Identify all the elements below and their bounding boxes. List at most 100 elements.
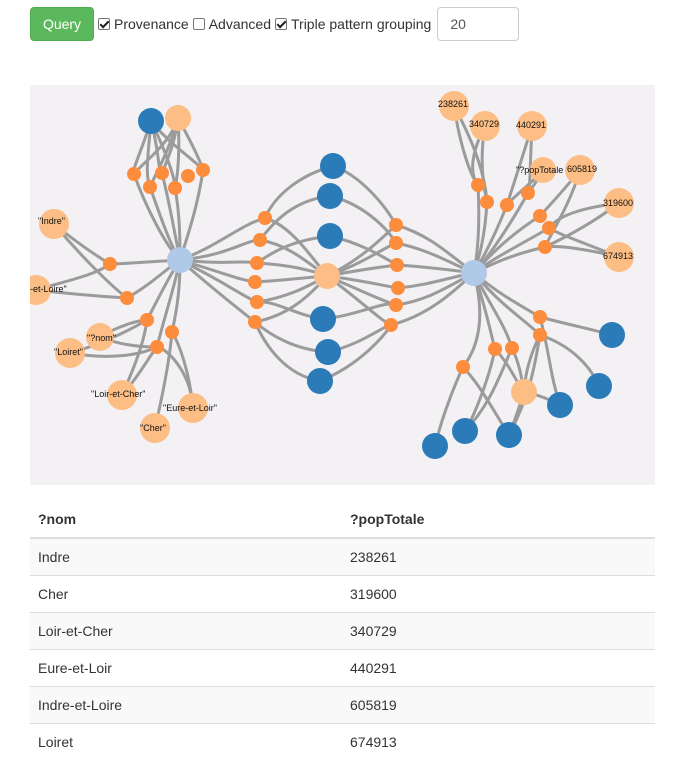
advanced-checkbox[interactable] xyxy=(192,18,205,30)
table-cell: Loiret xyxy=(30,723,342,760)
table-row: Loiret 674913 xyxy=(30,723,655,760)
peach-node[interactable] xyxy=(107,380,137,410)
provenance-graph[interactable]: "Indre" -et-Loire" "?nom" "Loiret" "Loir… xyxy=(30,85,655,485)
small-node[interactable] xyxy=(505,341,519,355)
table-header-row: ?nom ?popTotale xyxy=(30,500,655,539)
small-node[interactable] xyxy=(456,360,470,374)
advanced-option[interactable]: Advanced xyxy=(192,16,271,32)
small-node[interactable] xyxy=(258,211,272,225)
small-node[interactable] xyxy=(542,221,556,235)
small-node[interactable] xyxy=(127,167,141,181)
blue-node[interactable] xyxy=(310,306,336,332)
small-node[interactable] xyxy=(389,236,403,250)
peach-node[interactable] xyxy=(470,111,500,141)
small-node[interactable] xyxy=(155,166,169,180)
peach-node[interactable] xyxy=(55,338,85,368)
small-node[interactable] xyxy=(140,313,154,327)
small-node[interactable] xyxy=(389,298,403,312)
table-row: Indre-et-Loire 605819 xyxy=(30,686,655,724)
small-node[interactable] xyxy=(253,233,267,247)
graph-labels: "Indre" -et-Loire" "?nom" "Loiret" "Loir… xyxy=(30,99,633,433)
blue-node[interactable] xyxy=(452,418,478,444)
blue-node[interactable] xyxy=(320,153,346,179)
table-cell: Loir-et-Cher xyxy=(30,612,342,650)
peach-node[interactable] xyxy=(86,323,114,351)
small-node[interactable] xyxy=(250,295,264,309)
blue-node[interactable] xyxy=(547,392,573,418)
results-table: ?nom ?popTotale Indre 238261 Cher 319600… xyxy=(30,500,655,760)
small-node[interactable] xyxy=(488,342,502,356)
blue-node[interactable] xyxy=(496,422,522,448)
table-cell: Cher xyxy=(30,575,342,613)
node-label-indre-et-loire: -et-Loire" xyxy=(30,284,67,294)
node-label-319600: 319600 xyxy=(603,198,633,208)
column-header-nom[interactable]: ?nom xyxy=(30,500,342,539)
small-node[interactable] xyxy=(181,169,195,183)
peach-node[interactable] xyxy=(511,379,537,405)
peach-node[interactable] xyxy=(165,105,191,131)
node-label-eure-et-loir: "Eure-et-Loir" xyxy=(163,403,217,413)
peach-node[interactable] xyxy=(178,393,208,423)
small-node[interactable] xyxy=(250,256,264,270)
provenance-label: Provenance xyxy=(114,16,189,32)
node-label-loiret: "Loiret" xyxy=(54,347,83,357)
small-node[interactable] xyxy=(521,186,535,200)
small-nodes xyxy=(103,163,556,374)
small-node[interactable] xyxy=(533,209,547,223)
blue-node[interactable] xyxy=(307,368,333,394)
small-node[interactable] xyxy=(103,257,117,271)
node-label-nom: "?nom" xyxy=(87,333,116,343)
small-node[interactable] xyxy=(480,195,494,209)
peach-node[interactable] xyxy=(314,263,340,289)
small-node[interactable] xyxy=(538,240,552,254)
column-header-pop-totale[interactable]: ?popTotale xyxy=(342,500,655,539)
node-label-340729: 340729 xyxy=(469,119,499,129)
small-node[interactable] xyxy=(533,310,547,324)
blue-node[interactable] xyxy=(317,223,343,249)
table-row: Indre 238261 xyxy=(30,537,655,576)
peach-node[interactable] xyxy=(30,275,51,305)
peach-node[interactable] xyxy=(39,209,69,239)
small-node[interactable] xyxy=(391,281,405,295)
peach-node[interactable] xyxy=(565,155,595,185)
peach-node[interactable] xyxy=(604,242,634,272)
limit-input[interactable] xyxy=(437,7,520,41)
triple-grouping-option[interactable]: Triple pattern grouping xyxy=(275,16,431,32)
node-label-605819: 605819 xyxy=(567,164,597,174)
node-label-loir-et-cher: "Loir-et-Cher" xyxy=(91,389,145,399)
peach-node[interactable] xyxy=(604,188,634,218)
triple-grouping-checkbox[interactable] xyxy=(275,18,287,30)
small-node[interactable] xyxy=(120,291,134,305)
small-node[interactable] xyxy=(248,315,262,329)
small-node[interactable] xyxy=(196,163,210,177)
small-node[interactable] xyxy=(533,328,547,342)
blue-node[interactable] xyxy=(586,373,612,399)
small-node[interactable] xyxy=(168,181,182,195)
blue-node[interactable] xyxy=(315,339,341,365)
blue-node[interactable] xyxy=(422,433,448,459)
small-node[interactable] xyxy=(471,178,485,192)
small-node[interactable] xyxy=(143,180,157,194)
blue-node[interactable] xyxy=(317,183,343,209)
blue-node[interactable] xyxy=(599,322,625,348)
query-button[interactable]: Query xyxy=(30,7,94,41)
peach-node[interactable] xyxy=(517,111,547,141)
provenance-checkbox[interactable] xyxy=(98,18,110,30)
node-label-indre: "Indre" xyxy=(38,216,65,226)
hub-node[interactable] xyxy=(461,260,487,286)
small-node[interactable] xyxy=(150,340,164,354)
small-node[interactable] xyxy=(384,318,398,332)
hub-node[interactable] xyxy=(167,247,193,273)
small-node[interactable] xyxy=(390,258,404,272)
peach-node[interactable] xyxy=(140,413,170,443)
table-cell: 238261 xyxy=(342,537,655,576)
node-label-pop-totale: "?popTotale xyxy=(516,165,563,175)
small-node[interactable] xyxy=(500,198,514,212)
provenance-option[interactable]: Provenance xyxy=(98,16,189,32)
small-node[interactable] xyxy=(248,275,262,289)
blue-node[interactable] xyxy=(138,108,164,134)
peach-node[interactable] xyxy=(439,91,469,121)
small-node[interactable] xyxy=(165,325,179,339)
small-node[interactable] xyxy=(389,218,403,232)
peach-node[interactable] xyxy=(530,157,556,183)
